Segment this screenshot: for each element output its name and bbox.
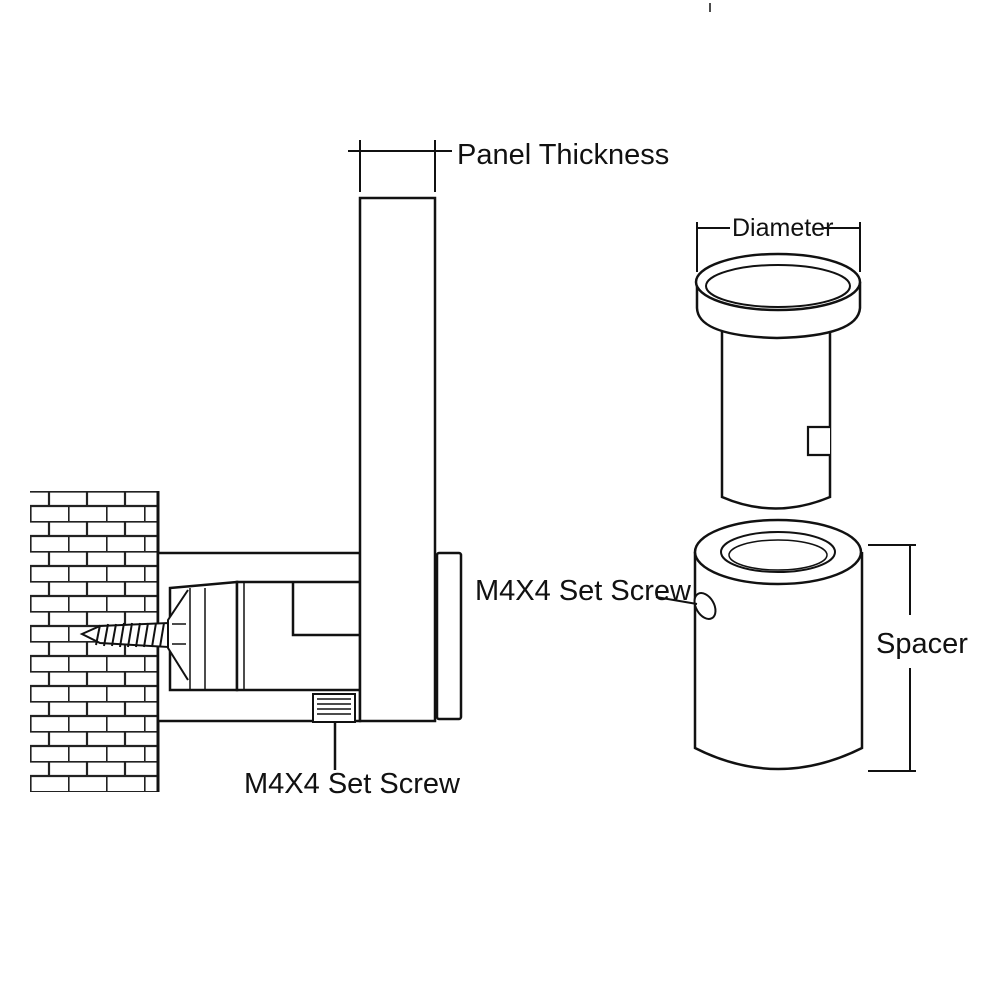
right-set-screw-label: M4X4 Set Screw [475,575,692,607]
diameter-dimension [696,222,861,272]
cap-stem [720,330,832,510]
spacer-part [693,518,864,771]
spacer-label: Spacer [876,628,968,660]
spacer-set-screw-hole [693,592,717,620]
diameter-label: Diameter [732,214,833,242]
cap-top-inner [705,264,851,308]
cap-disc [435,551,463,721]
glass-panel-group [358,196,463,723]
spacer-dimension [868,544,916,772]
panel-notch [291,582,360,637]
spacer-body [693,552,864,771]
spacer-bore-inner [728,539,828,571]
panel-thickness-dimension [348,140,452,192]
wall-assembly [30,491,362,792]
wood-screw [79,621,169,649]
bottom-set-screw [312,693,356,770]
panel-thickness-label: Panel Thickness [457,139,669,171]
cap-slot [806,425,830,457]
glass-panel [358,196,437,723]
set-screw-leader [655,596,698,605]
cap-part [694,252,862,510]
bottom-set-screw-label: M4X4 Set Screw [244,768,461,800]
